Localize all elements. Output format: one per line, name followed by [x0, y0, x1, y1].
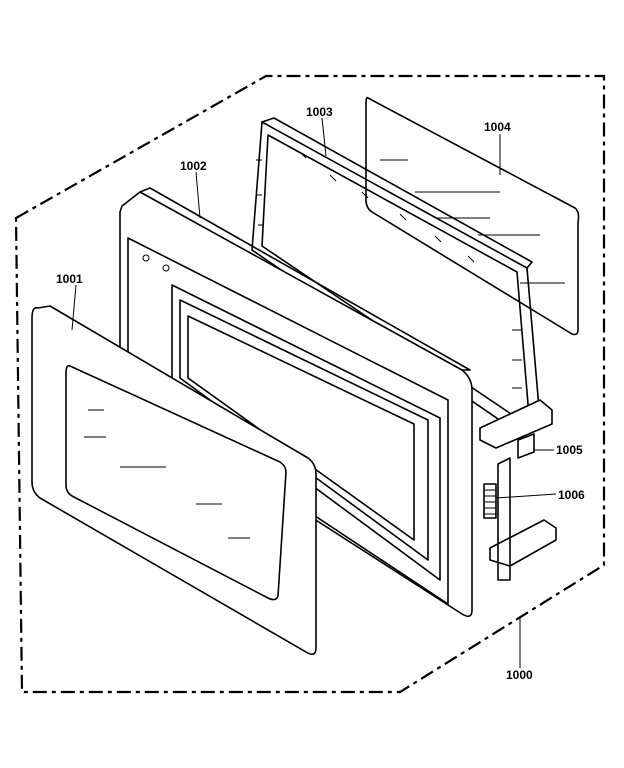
latch-1005: [479, 399, 557, 581]
callout-1004: 1004: [484, 120, 511, 134]
spring-1006: [483, 483, 497, 519]
callout-1003: 1003: [306, 105, 333, 119]
assembly-boundary: [14, 74, 606, 694]
outer-door-1001: [31, 305, 317, 656]
leader-lines: [71, 117, 557, 668]
callout-1001: 1001: [56, 272, 83, 286]
callout-1000: 1000: [506, 668, 533, 682]
callout-1005: 1005: [556, 443, 583, 457]
callout-1002: 1002: [180, 159, 207, 173]
door-frame-1002: [119, 187, 473, 618]
callout-1006: 1006: [558, 488, 585, 502]
glass-panel-1004: [365, 96, 580, 336]
